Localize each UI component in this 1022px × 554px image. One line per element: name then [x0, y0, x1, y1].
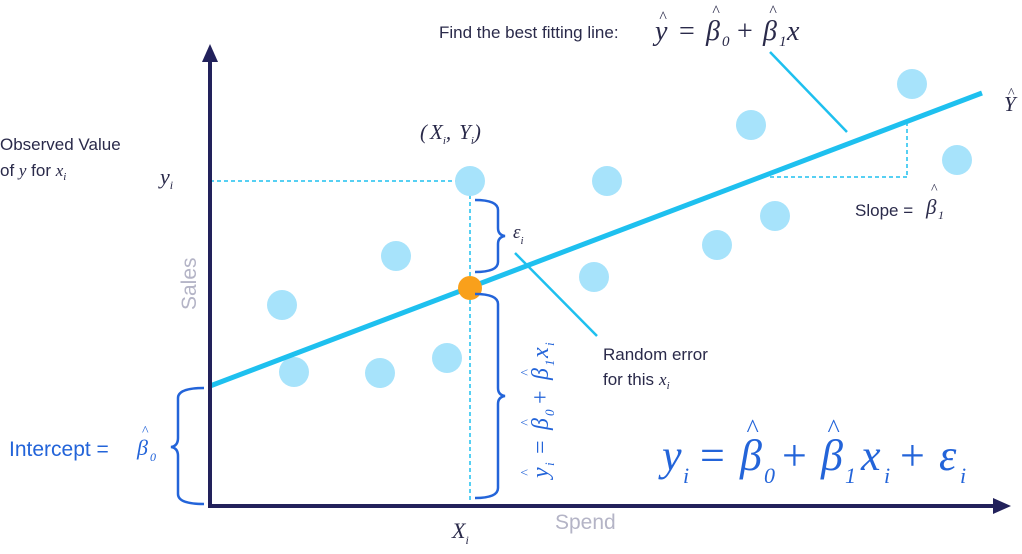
x-axis-arrow [993, 498, 1011, 514]
intercept-beta: β [136, 435, 148, 460]
find-eq-plus: + [737, 16, 753, 47]
y-axis-arrow [202, 44, 218, 62]
svg-text:+: + [782, 431, 807, 480]
svg-text:β: β [528, 418, 554, 431]
svg-text:i: i [542, 462, 557, 466]
slope-beta: β [925, 195, 937, 219]
find-line-equation: ^ y = ^ β 0 + ^ β 1 x [652, 3, 800, 50]
svg-text:β: β [820, 431, 843, 480]
observed-value-label: Observed Value [0, 135, 121, 154]
svg-text:^: ^ [746, 414, 759, 443]
data-point [432, 343, 462, 373]
data-point [702, 230, 732, 260]
svg-text:x: x [528, 347, 554, 359]
data-point [760, 201, 790, 231]
epsilon-label: εi [513, 222, 524, 247]
svg-text:0: 0 [764, 463, 775, 488]
find-line-text: Find the best fitting line: [439, 23, 619, 42]
svg-text:y: y [528, 467, 554, 480]
intercept-text: Intercept = [9, 438, 109, 461]
predicted-point [458, 276, 482, 300]
svg-text:^: ^ [519, 469, 534, 476]
svg-text:i: i [884, 463, 890, 488]
svg-text:^: ^ [519, 369, 534, 376]
svg-text:=: = [700, 431, 725, 480]
svg-text:x: x [860, 431, 881, 480]
data-point [267, 290, 297, 320]
fitted-value-brace [474, 292, 506, 500]
svg-text:ε: ε [939, 431, 957, 480]
yhat-hat: ^ [1008, 86, 1015, 101]
model-equation: y i = ^ β 0 + ^ β 1 x i + ε i [658, 414, 966, 488]
intercept-hat: ^ [142, 424, 149, 439]
data-point [736, 110, 766, 140]
find-eq-hat: ^ [712, 3, 720, 20]
find-eq-beta0: β [705, 16, 720, 47]
y-i-label: yi [158, 164, 173, 192]
find-eq-beta0-sub: 0 [722, 34, 730, 50]
find-eq-beta1-sub: 1 [779, 34, 787, 50]
svg-text:i: i [683, 463, 689, 488]
svg-text:^: ^ [519, 419, 534, 426]
regression-line [209, 90, 983, 389]
slope-text: Slope = [855, 201, 913, 220]
data-point [381, 241, 411, 271]
data-point [365, 358, 395, 388]
fitted-value-equation: ^ y i = ^ β 0 + ^ β 1 x i [519, 342, 557, 480]
find-eq-x: x [786, 16, 800, 47]
find-line-pointer [769, 51, 848, 133]
svg-text:+: + [900, 431, 925, 480]
svg-text:1: 1 [542, 360, 557, 367]
find-eq-hat: ^ [769, 3, 777, 20]
svg-text:β: β [739, 431, 762, 480]
random-error-text: Random error [603, 345, 708, 364]
data-point [942, 145, 972, 175]
svg-text:i: i [960, 463, 966, 488]
intercept-beta-sub: 0 [150, 450, 156, 464]
data-point [897, 69, 927, 99]
slope-hat: ^ [931, 182, 938, 197]
epsilon-brace [474, 198, 506, 274]
yhat-label: Y [1004, 92, 1018, 116]
observed-value-label-line2: of y for xi [0, 161, 66, 183]
find-eq-equals: = [679, 16, 695, 47]
svg-text:+: + [528, 390, 554, 404]
x-i-label: Xi [451, 518, 469, 547]
svg-text:=: = [528, 440, 554, 454]
intercept-brace [170, 386, 205, 506]
data-point [579, 262, 609, 292]
y-axis-label: Sales [178, 257, 201, 310]
find-eq-beta1: β [762, 16, 777, 47]
slope-beta-sub: 1 [938, 208, 944, 222]
data-point [592, 166, 622, 196]
x-axis-label: Spend [555, 511, 616, 534]
data-point [455, 166, 485, 196]
random-error-pointer [514, 252, 598, 337]
svg-text:β: β [528, 368, 554, 381]
find-eq-hat: ^ [659, 9, 667, 26]
data-point [279, 357, 309, 387]
svg-text:i: i [542, 342, 557, 346]
point-coordinates-label: (Xi,Yi) [420, 120, 481, 147]
svg-text:y: y [658, 431, 682, 480]
svg-text:0: 0 [542, 409, 557, 416]
find-eq-y: y [652, 16, 668, 47]
svg-text:^: ^ [827, 414, 840, 443]
svg-text:1: 1 [845, 463, 856, 488]
